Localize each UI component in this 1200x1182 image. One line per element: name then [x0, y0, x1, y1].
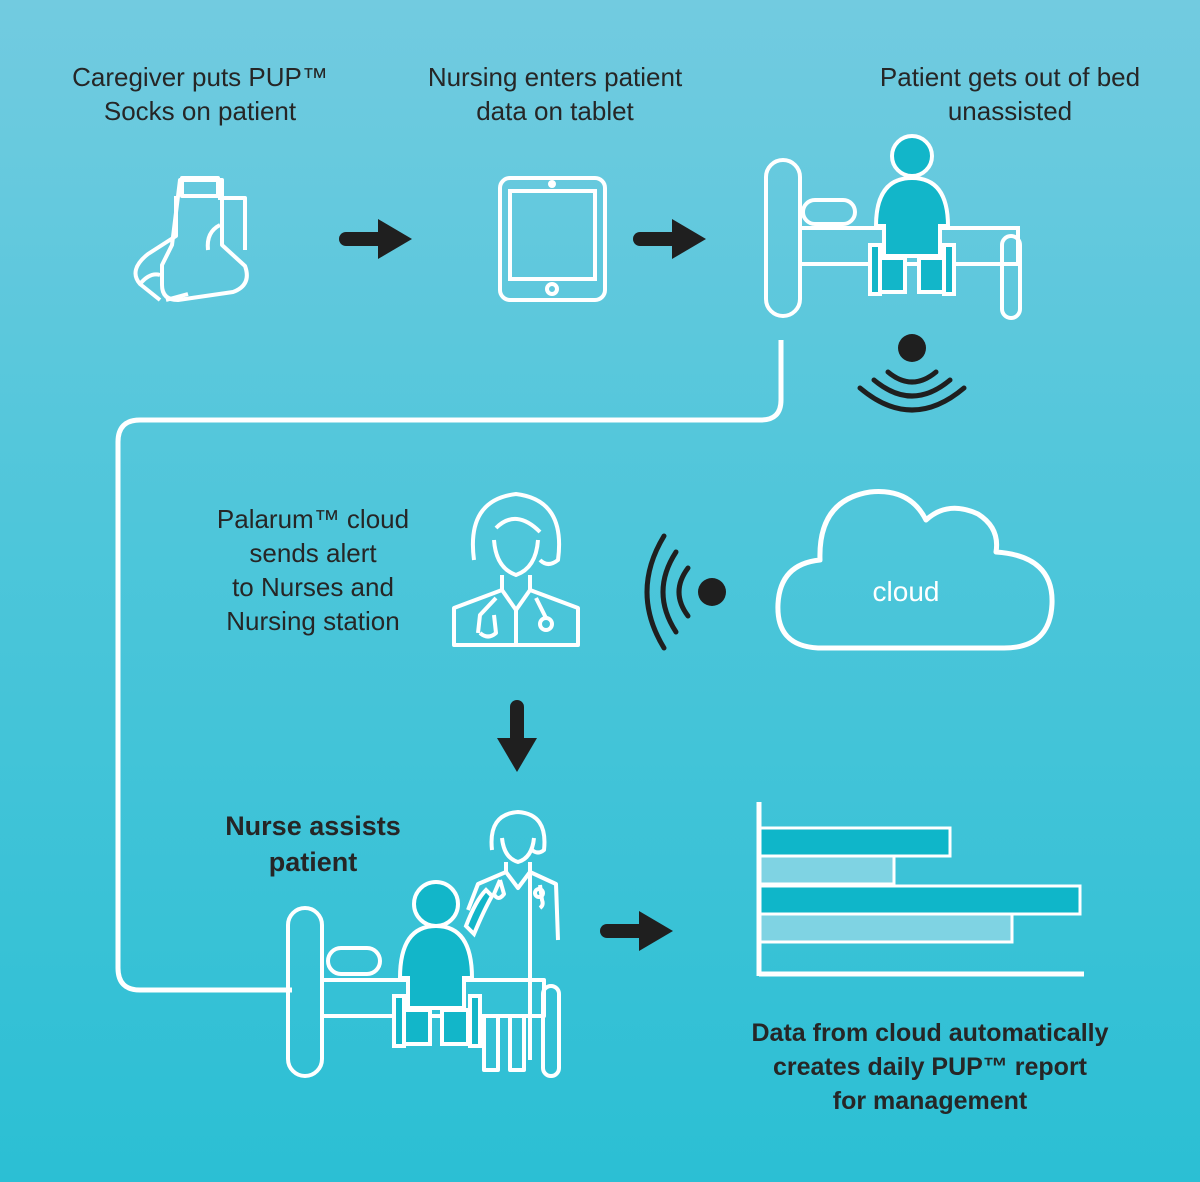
- arrow-down-icon: [497, 700, 537, 772]
- step-tablet-caption: Nursing enters patient data on tablet: [427, 62, 683, 126]
- bar-chart-icon: [756, 802, 1084, 977]
- chart-bar-3: [758, 884, 1082, 916]
- cloud-icon: [775, 489, 1055, 651]
- wireless-signal-icon: [644, 533, 726, 651]
- arrow-right-icon: [339, 219, 412, 259]
- arrow-right-icon: [633, 219, 706, 259]
- step-nurse-assists-caption: Nurse assists patient: [225, 811, 401, 877]
- step-report-caption: Data from cloud automatically creates da…: [751, 1019, 1109, 1115]
- step-alert-caption: Palarum™ cloud sends alert to Nurses and…: [216, 504, 410, 636]
- nurse-assisting-patient-icon: [286, 810, 561, 1078]
- arrow-right-icon: [600, 911, 673, 951]
- patient-bed-icon: [764, 134, 1022, 320]
- chart-bar-2: [758, 854, 896, 886]
- tablet-icon: [498, 176, 607, 302]
- socks-icon: [133, 176, 249, 302]
- chart-bar-4: [758, 912, 1014, 944]
- flow-connector-line: [115, 340, 784, 993]
- nurse-icon: [452, 492, 580, 647]
- chart-bar-1: [758, 826, 952, 858]
- step-bed-exit-caption: Patient gets out of bed unassisted: [879, 62, 1141, 126]
- step-socks-caption: Caregiver puts PUP™ Socks on patient: [72, 62, 328, 126]
- cloud-label: cloud: [872, 576, 940, 607]
- wireless-signal-icon: [857, 334, 967, 413]
